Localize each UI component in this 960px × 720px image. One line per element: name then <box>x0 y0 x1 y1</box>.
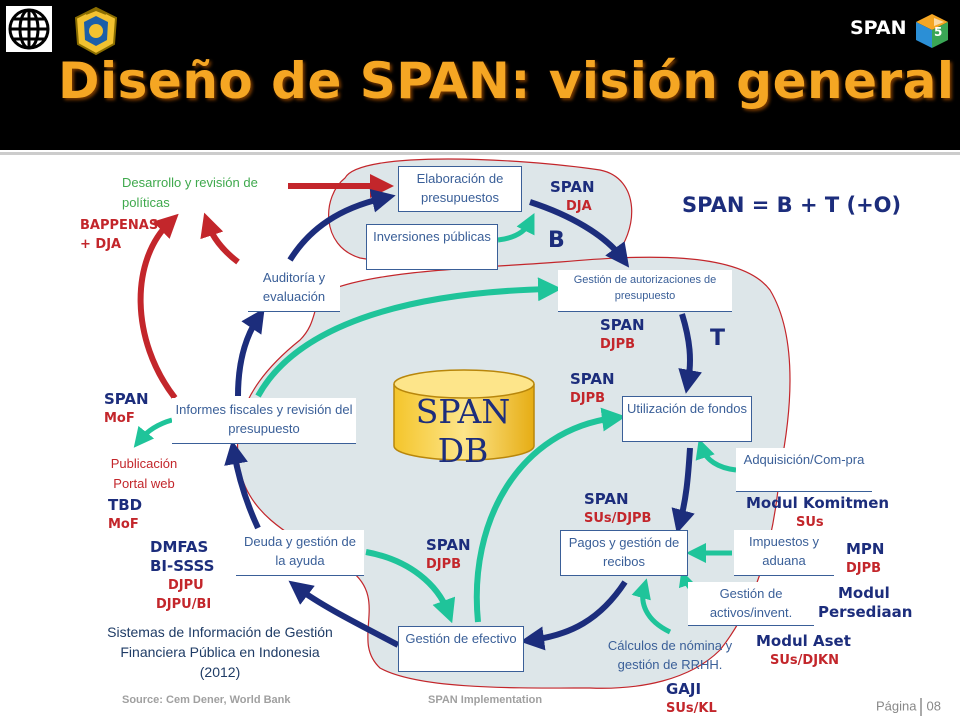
page-indicator: Página 08 <box>876 698 941 716</box>
page-divider <box>920 698 923 716</box>
label-bappenas: BAPPENAS+ DJA <box>80 218 159 252</box>
node-auditoria: Auditoría y evaluación <box>248 266 340 312</box>
node-activos: Gestión de activos/invent. <box>688 582 814 626</box>
arrow-auditoria-to-desarrollo <box>200 212 240 265</box>
arrow-informes-to-desarrollo <box>137 213 179 400</box>
arrow-elaboracion-to-autorizaciones <box>529 199 630 268</box>
span-db-label: SPAN DB <box>415 392 511 470</box>
node-informes: Informes fiscales y revisión del presupu… <box>172 398 356 444</box>
node-nomina: Cálculos de nómina y gestión de RRHH. <box>607 638 733 672</box>
node-deuda: Deuda y gestión de la ayuda <box>236 530 364 576</box>
page-number: 08 <box>926 698 941 714</box>
footer-source: Source: Cem Dener, World Bank <box>122 694 291 706</box>
arrow-informes-to-publicacion <box>133 417 173 448</box>
arrow-autorizaciones-to-utilizacion <box>678 313 702 394</box>
span-formula: SPAN = B + T (+O) <box>682 193 902 217</box>
header-bar <box>0 0 960 150</box>
node-desarrollo: Desarrollo y revisión de políticas <box>122 175 258 210</box>
header-divider <box>0 152 960 155</box>
arrow-adquisicion-to-utilizacion <box>695 438 737 473</box>
arrow-pagos-to-efectivo <box>520 580 628 651</box>
arrow-efectivo-to-deuda <box>288 580 400 648</box>
world-bank-logo-icon <box>6 6 52 52</box>
arrow-informes-to-autorizaciones <box>255 277 562 398</box>
span-db-cylinder <box>393 369 535 461</box>
footer-center: SPAN Implementation <box>428 694 543 706</box>
span-brand-text: SPAN <box>850 17 907 39</box>
svg-text:5: 5 <box>934 25 942 39</box>
node-efectivo: Gestión de efectivo <box>398 626 524 672</box>
node-pagos: Pagos y gestión de recibos <box>560 530 688 576</box>
arrow-inversiones-to-elaboracion <box>497 213 535 243</box>
region-b-label: B <box>548 228 565 253</box>
span-cube-logo-icon: 5 <box>916 14 948 48</box>
node-autorizaciones: Gestión de autorizaciones de presupuesto <box>558 270 732 312</box>
page-label: Página <box>876 698 917 714</box>
node-elaboracion: Elaboración de presupuestos <box>398 166 522 212</box>
arrow-deuda-to-informes <box>224 440 261 530</box>
node-inversiones: Inversiones públicas <box>366 224 498 270</box>
arrow-auditoria-to-elaboracion <box>287 188 396 262</box>
node-impuestos: Impuestos y aduana <box>734 530 834 576</box>
node-publicacion: Publicación Portal web <box>110 456 178 491</box>
node-adquisicion: Adquisición/Com-pra <box>736 448 872 492</box>
arrow-informes-to-auditoria <box>235 308 265 397</box>
arrow-deuda-to-efectivo <box>365 549 456 624</box>
page-title: Diseño de SPAN: visión general <box>58 52 955 110</box>
arrow-efectivo-to-utilizacion <box>473 407 626 623</box>
node-utilizacion: Utilización de fondos <box>622 396 752 442</box>
region-t-label: T <box>710 326 726 351</box>
arrow-utilizacion-to-pagos <box>671 447 695 534</box>
system-caption: Sistemas de Información de Gestión Finan… <box>107 624 333 680</box>
arrow-nomina-to-pagos <box>631 578 672 635</box>
ministry-of-finance-emblem-icon <box>74 6 118 56</box>
